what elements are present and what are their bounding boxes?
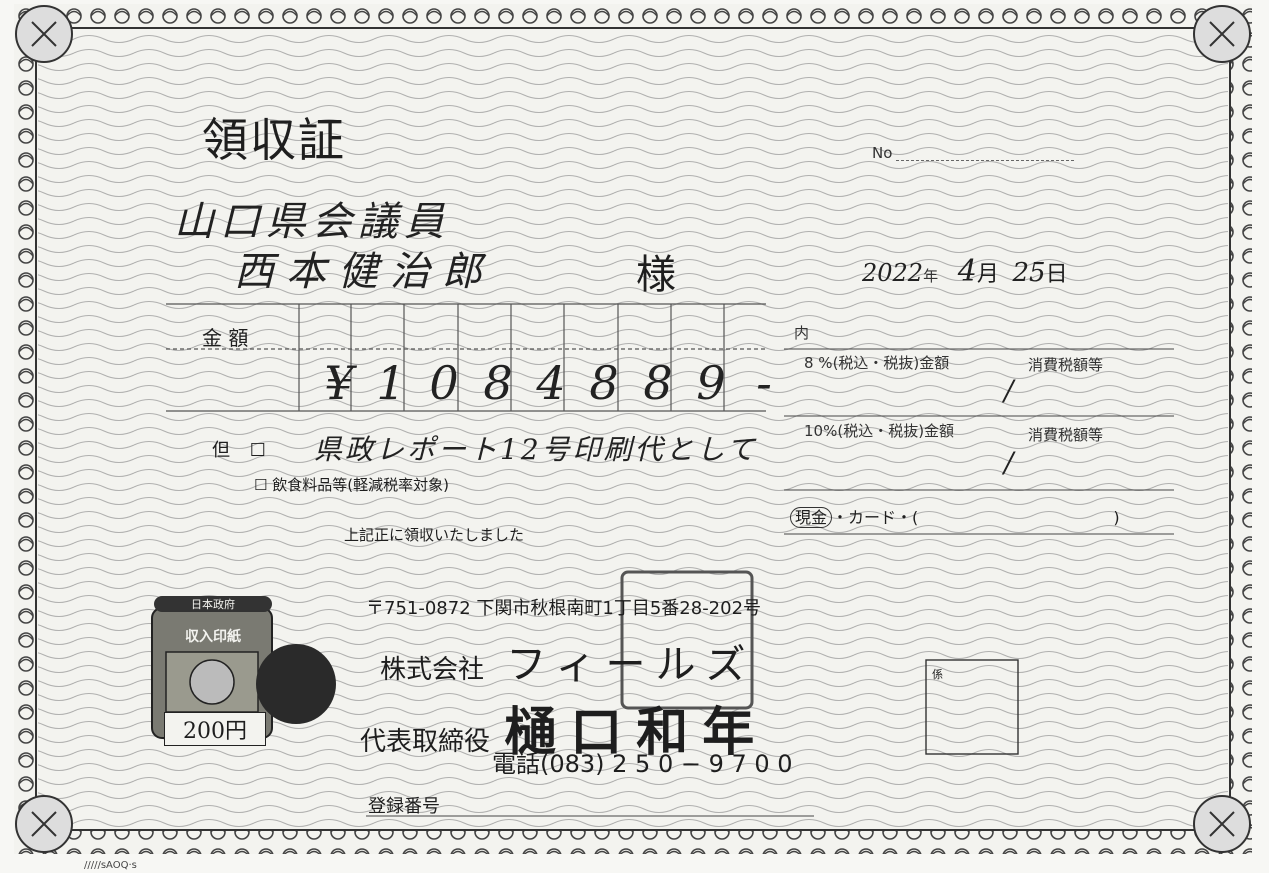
stamp-country: 日本政府 [154,596,272,612]
rate8-value: / [1004,374,1014,407]
amount-digit: 8 [589,356,619,410]
memo-prefix: 但 ☐ [212,436,266,462]
number-line [896,160,1074,161]
honorific: 様 [636,252,676,298]
addressee-line1: 山口県会議員 [174,199,450,245]
addressee-line2: 西本健治郎 [234,249,494,295]
payment-close: ) [1113,508,1120,527]
date-day: 25 [1012,258,1046,288]
memo-food-label: 飲食料品等(軽減税率対象) [272,476,449,494]
guilloche-border [14,4,1252,854]
date: 2022年 4月 25日 [862,254,1068,289]
receipt-sheet: 領収証 No 山口県会議員 西本健治郎 様 2022年 4月 25日 金 額 ¥… [14,4,1252,854]
amount-digit: - [756,356,772,410]
issuer-company-name: フィールズ [506,642,756,688]
amount-digit: 1 [376,356,406,410]
receipt-title: 領収証 [202,113,346,167]
memo-checkbox-2: ☐ [254,476,268,494]
stamp-label: 収入印紙 [185,629,241,645]
payment-method: 現金・カード・( ) [790,504,1120,528]
memo-prefix-label: 但 [212,440,230,461]
memo-checkbox-1: ☐ [249,440,266,461]
amount-label: 金 額 [202,326,249,350]
amount-digit: 8 [483,356,513,410]
amount-digit: 9 [696,356,726,410]
number-label: No [872,144,893,162]
rate8-tax-label: 消費税額等 [1028,356,1104,374]
issuer-phone: 電話(083) 2 5 0 − 9 7 0 0 [492,750,793,778]
date-day-label: 日 [1045,262,1068,287]
amount-digit: 4 [536,356,566,410]
rate10-tax-label: 消費税額等 [1028,426,1104,444]
issuer-company-prefix: 株式会社 [380,655,485,685]
issuer-company: 株式会社 フィールズ [380,632,755,690]
issuer-rep-name: 樋口和年 [504,702,769,763]
rate10-value: / [1004,446,1014,479]
issuer-rep-title: 代表取締役 [360,727,491,757]
breakdown-header: 内 [794,324,810,342]
received-text: 上記正に領収いたしました [344,526,525,544]
rate10-label: 10%(税込・税抜)金額 [804,422,955,440]
memo-food: ☐ 飲食料品等(軽減税率対象) [254,474,449,495]
issuer-address: 〒751-0872 下関市秋根南町1丁目5番28-202号 [366,598,762,619]
payment-card: ・カード・( [832,508,919,527]
footer-mark: /////sAOQ·s [84,860,137,871]
payment-cash-circled: 現金 [790,507,833,528]
date-month: 4 [957,254,977,289]
stamp-value: 200円 [164,712,266,746]
date-month-label: 月 [976,262,999,287]
registration-label: 登録番号 [368,796,440,817]
date-year-label: 年 [923,267,939,285]
date-year: 2022 [862,259,924,287]
seal-box-label: 係 [932,668,943,681]
amount-digit: ¥ [324,356,354,410]
memo-text: 県政レポート12号印刷代として [314,433,758,466]
amount-digit: 0 [429,356,459,410]
amount-digit: 8 [643,356,673,410]
rate8-label: 8 %(税込・税抜)金額 [804,354,950,372]
issuer-representative: 代表取締役 樋口和年 [360,690,768,765]
